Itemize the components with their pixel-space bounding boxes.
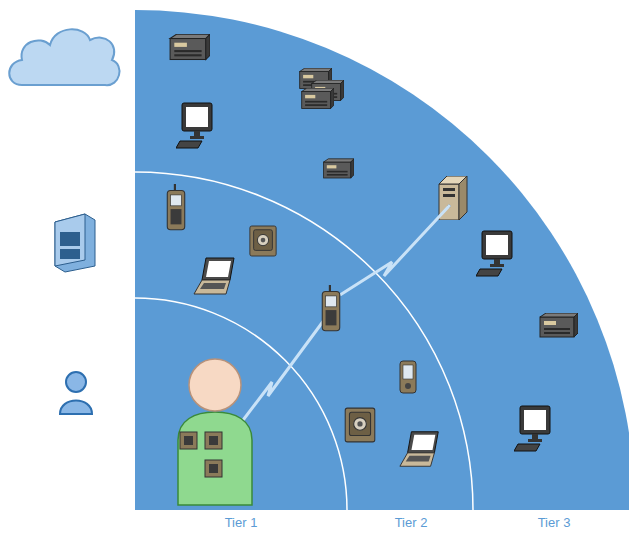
laptop-icon — [194, 258, 234, 294]
workstation-icon — [476, 231, 512, 276]
tier-label: Tier 1 — [225, 515, 258, 530]
workstation-icon — [176, 103, 212, 148]
tier-label: Tier 2 — [395, 515, 428, 530]
server-icon — [540, 313, 578, 337]
building-icon — [55, 214, 95, 272]
wireless-link — [340, 205, 450, 295]
server-icon — [170, 34, 210, 59]
tier-boundary — [135, 172, 473, 510]
mobile-phone-icon — [322, 285, 339, 331]
patient-figure — [178, 359, 252, 505]
pda-icon — [400, 361, 416, 393]
gateway-icon — [345, 408, 375, 442]
mobile-phone-icon — [167, 184, 184, 230]
tier-boundary — [135, 298, 347, 510]
server-stack-icon — [300, 68, 344, 108]
user-icon — [60, 372, 92, 414]
laptop-icon — [400, 432, 438, 467]
cloud-icon — [9, 29, 119, 85]
gateway-icon — [250, 226, 276, 256]
tier-label: Tier 3 — [538, 515, 571, 530]
workstation-icon — [514, 406, 550, 451]
tier-band — [135, 10, 629, 510]
server-icon — [324, 159, 354, 178]
